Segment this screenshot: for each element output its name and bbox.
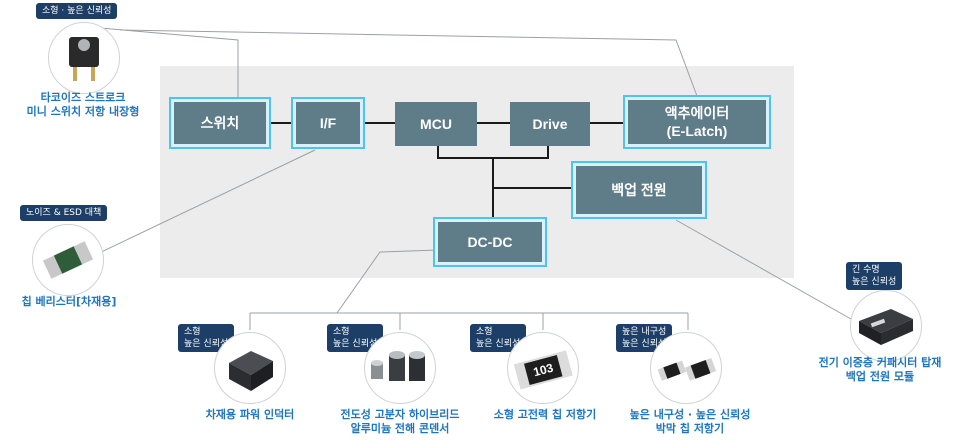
- component-image-circle: [48, 22, 120, 94]
- backup-power-block-label: 백업 전원: [611, 182, 667, 198]
- resistor-marking: 103: [532, 361, 555, 380]
- component-image-circle: [850, 290, 922, 362]
- chip-varistor-icon: [42, 241, 94, 279]
- component-caption: 차재용 파워 인덕터: [205, 408, 295, 421]
- if-block: I/F: [292, 98, 364, 148]
- drive-block: Drive: [510, 102, 590, 146]
- if-block-label: I/F: [319, 115, 337, 131]
- switch-block: 스위치: [170, 98, 270, 148]
- component-image-circle: [214, 332, 286, 404]
- backup-power-block: 백업 전원: [572, 162, 706, 218]
- tact-switch-icon: [69, 37, 99, 81]
- power-inductor-icon: [229, 351, 273, 391]
- actuator-block: 액추에이터 (E-Latch): [624, 96, 770, 148]
- component-image-circle: [32, 224, 104, 296]
- mcu-block-label: MCU: [420, 116, 452, 132]
- component-badge: 소형 · 높은 신뢰성: [36, 3, 118, 19]
- component-image-circle: 103: [507, 332, 579, 404]
- component-caption: 소형 고전력 칩 저항기: [493, 408, 597, 421]
- switch-block-label: 스위치: [200, 115, 240, 131]
- component-badge: 노이즈 & ESD 대책: [20, 205, 108, 221]
- drive-block-label: Drive: [532, 116, 568, 132]
- component-caption: 높은 내구성 · 높은 신뢰성 박막 칩 저항기: [629, 408, 751, 435]
- component-badge: 소형 높은 신뢰성: [470, 324, 527, 352]
- dcdc-block-label: DC-DC: [467, 234, 513, 250]
- actuator-block-label: 액추에이터 (E-Latch): [664, 105, 730, 139]
- component-caption: 전도성 고분자 하이브리드 알루미늄 전해 콘덴서: [340, 408, 460, 435]
- component-caption: 전기 이중층 커패시터 탑재 백업 전원 모듈: [818, 356, 942, 383]
- capacitor-module-icon: [859, 309, 913, 345]
- electrolytic-capacitor-icon: [371, 351, 425, 381]
- dcdc-block: DC-DC: [434, 218, 546, 266]
- mcu-block: MCU: [395, 102, 477, 146]
- component-caption: 타코이즈 스트로크 미니 스위치 저항 내장형: [26, 91, 140, 118]
- component-image-circle: [364, 332, 436, 404]
- chip-resistor-icon: 103: [513, 350, 573, 390]
- component-badge: 긴 수명 높은 신뢰성: [846, 262, 903, 290]
- component-caption: 칩 베리스터[차재용]: [21, 295, 117, 308]
- thin-film-resistor-icon: [657, 358, 717, 381]
- component-image-circle: [650, 332, 722, 404]
